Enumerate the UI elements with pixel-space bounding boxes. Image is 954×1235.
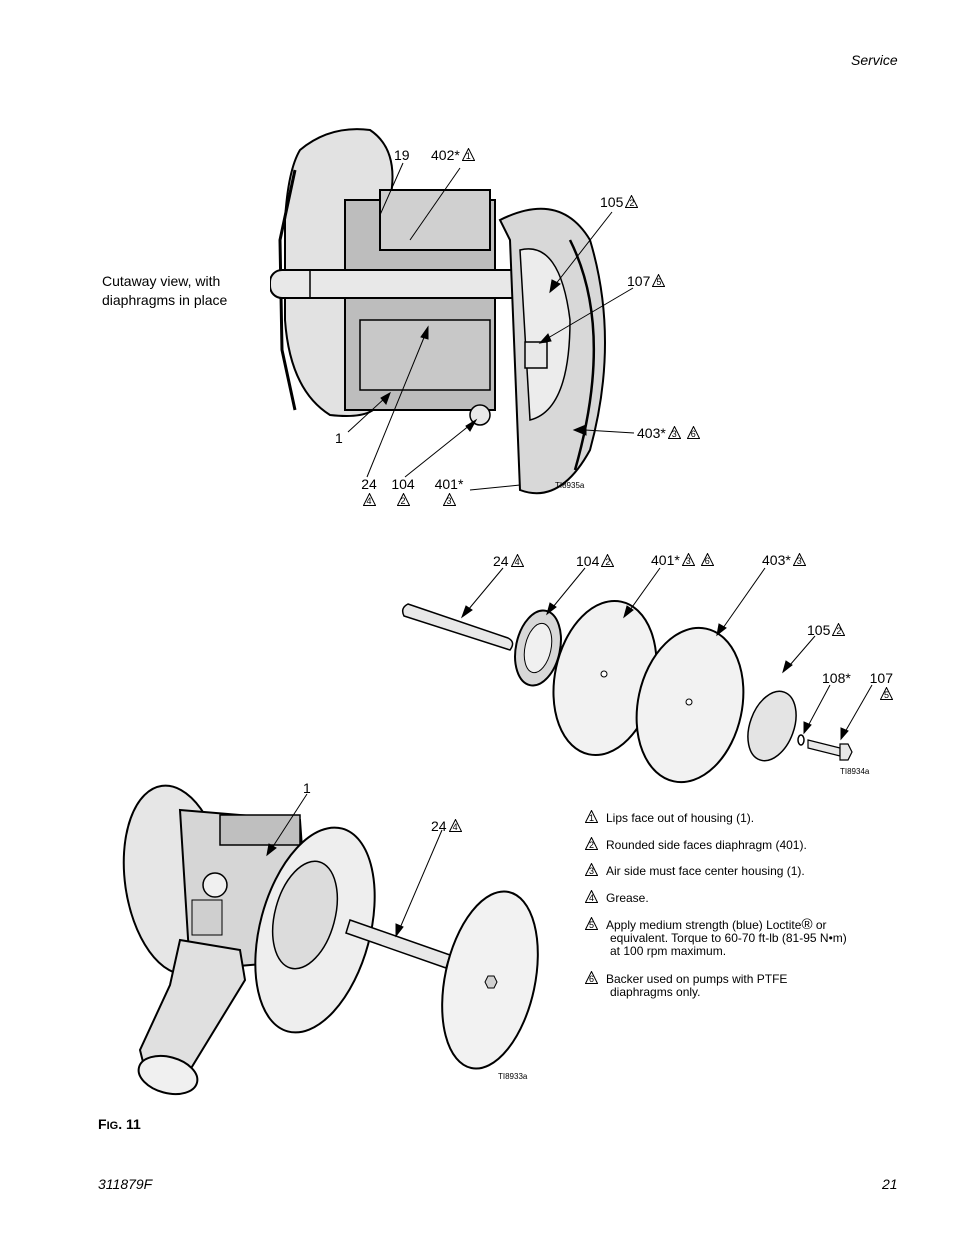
note-triangle-icon: 2: [396, 493, 410, 506]
figure-ref-bottom: TI8933a: [498, 1072, 528, 1081]
figure-ref-middle: TI8934a: [840, 767, 870, 776]
exploded-leaders: [460, 567, 873, 741]
exploded-parts-illustration: [401, 599, 853, 784]
cutaway-caption: Cutaway view, with diaphragms in place: [102, 273, 228, 308]
note-triangle-icon: 2: [832, 623, 846, 636]
assembly-illustration: [122, 784, 539, 1096]
assembly-leaders: [266, 793, 443, 938]
note-triangle-icon: 6: [585, 971, 598, 984]
callout-401: 401* 3: [434, 476, 464, 506]
note-triangle-icon: 4: [510, 554, 524, 567]
page-number: 21: [882, 1176, 898, 1192]
callout-1-assembly: 1: [303, 780, 311, 796]
note-triangle-icon: 3: [792, 553, 806, 566]
note-triangle-icon: 5: [880, 687, 893, 700]
note-triangle-icon: 2: [601, 554, 615, 567]
section-header: Service: [851, 52, 898, 68]
note-triangle-icon: 3: [585, 863, 598, 876]
callout-403: 403*3 6: [637, 425, 700, 441]
callout-104: 104 2: [391, 476, 415, 506]
note-triangle-icon: 6: [686, 426, 700, 439]
note-triangle-icon: 2: [625, 195, 639, 208]
callout-1: 1: [335, 430, 343, 446]
note-triangle-icon: 4: [585, 890, 598, 903]
note-triangle-icon: 3: [667, 426, 681, 439]
callout-107-exploded: 107 5: [869, 670, 893, 700]
cutaway-leaders: [347, 162, 635, 491]
callout-108-exploded: 108*: [822, 670, 851, 686]
doc-number: 311879F: [98, 1176, 153, 1192]
note-triangle-icon: 5: [585, 917, 598, 930]
figure-caption: FIG. 11: [98, 1116, 141, 1132]
note-triangle-icon: 2: [585, 837, 598, 850]
callout-403-exploded: 403*3: [762, 552, 806, 568]
note-triangle-icon: 3: [681, 553, 695, 566]
note-triangle-icon: 1: [585, 810, 598, 823]
callout-402: 402*1: [431, 147, 475, 163]
callout-24: 24 4: [361, 476, 377, 506]
note-triangle-icon: 5: [652, 274, 666, 287]
cutaway-illustration: [270, 128, 606, 495]
callout-401-exploded: 401*3 6: [651, 552, 714, 568]
note-triangle-icon: 1: [461, 148, 475, 161]
figure-ref-top: TI8935a: [555, 481, 585, 490]
note-triangle-icon: 3: [442, 493, 456, 506]
note-triangle-icon: 6: [700, 553, 714, 566]
callout-19: 19: [394, 147, 410, 163]
note-triangle-icon: 4: [448, 819, 462, 832]
note-triangle-icon: 4: [362, 493, 376, 506]
